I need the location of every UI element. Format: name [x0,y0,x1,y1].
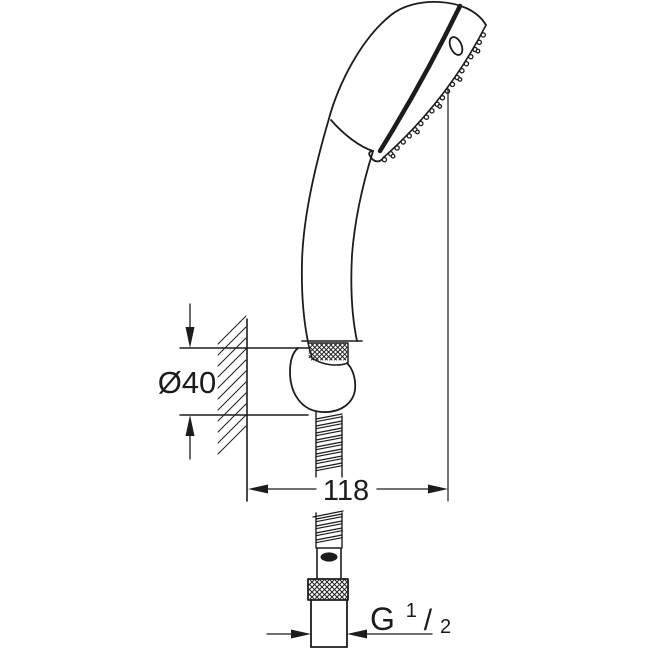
wall-section [217,315,248,502]
dim-thread-left-arrow [291,629,311,639]
shower-handle [300,1,487,343]
dim-thread-label: G 1 / 2 [370,588,451,638]
spray-face-edge [382,24,487,159]
dim-thread-numerator: 1 [406,600,417,622]
hose-lower-top-turn [312,510,344,518]
dim-thread-base: G [370,601,395,637]
spray-face-tip [368,150,385,163]
handle-and-head-outline [300,1,487,343]
hose-lower-ribs [315,513,343,544]
cone-knurling-hatch [308,343,348,361]
wall-hatching [217,315,247,455]
nut-outline [307,578,349,601]
bracket-outline [289,347,357,413]
dim-width-left-arrow [248,484,268,494]
shower-hose [312,411,344,580]
dim-diameter-upper-arrow [185,327,195,348]
dim-thread-denominator: 2 [440,616,451,638]
dimension-width: 118 [248,89,449,507]
dimension-diameter: Ø40 [158,303,217,460]
face-plate-line [377,3,463,154]
dim-diameter-lower-arrow [185,415,195,436]
dim-width-label: 118 [323,475,369,507]
thread-connector [310,599,348,648]
nut-knurling-hatch [308,579,348,600]
spray-nozzles [381,32,487,163]
dim-diameter-label: Ø40 [158,365,217,400]
shower-head [330,3,487,163]
hose-nut [307,578,349,601]
handle-right-edge [350,150,374,342]
hose-upper-ribs [315,413,343,472]
dim-width-right-arrow [428,484,448,494]
brand-mark [320,552,338,562]
handle-cone-connector [307,342,349,366]
cone-outline [307,342,349,366]
head-bottom-curve [330,119,374,152]
dim-thread-right-arrow [347,629,367,639]
dimension-thread: G 1 / 2 [266,588,451,639]
wall-bracket [179,347,357,416]
dim-thread-slash: / [424,604,433,637]
spray-face-slot [448,36,464,56]
hose-sleeve [316,547,342,580]
